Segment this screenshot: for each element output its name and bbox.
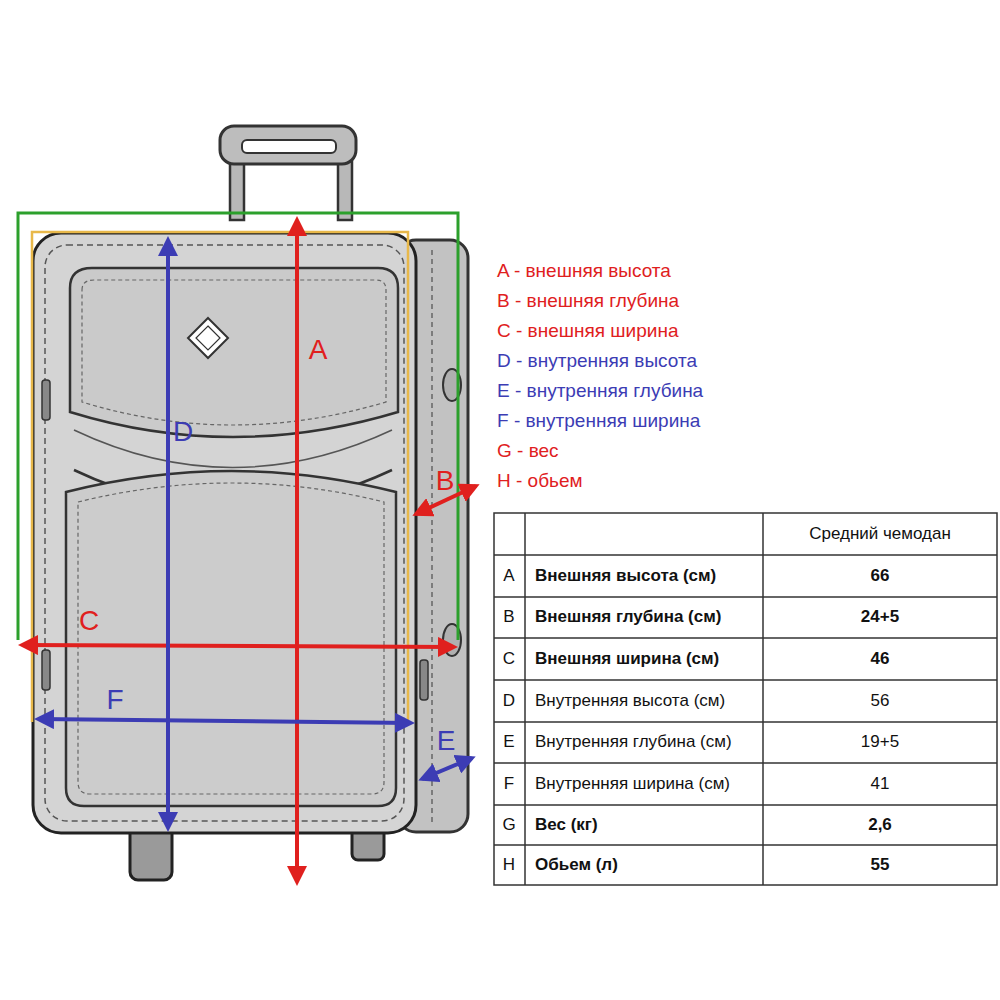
suitcase-drawing: [66, 471, 396, 806]
table-letter: C: [503, 649, 515, 669]
dimension-letter: B: [436, 465, 455, 497]
table-value: 2,6: [868, 815, 892, 835]
table-letter: F: [504, 774, 514, 794]
table-letter: A: [503, 566, 514, 586]
dimension-letter: A: [309, 334, 328, 366]
suitcase-drawing: [230, 160, 244, 220]
table-value: 55: [871, 855, 890, 875]
table-grid: [762, 513, 764, 885]
table-cell: Вес (кг): [535, 815, 598, 835]
suitcase-drawing: [33, 126, 468, 880]
table-grid: [494, 554, 997, 556]
table-cell: Внешняя глубина (см): [535, 607, 721, 627]
table-cell: Обьем (л): [535, 855, 618, 875]
suitcase-drawing: [74, 430, 392, 468]
legend-line: B - внешняя глубина: [497, 290, 679, 312]
legend-line: A - внешняя высота: [497, 260, 671, 282]
legend-line: C - внешняя ширина: [497, 320, 678, 342]
suitcase-drawing: [78, 483, 384, 794]
suitcase-drawing: [82, 280, 386, 425]
suitcase-drawing: [242, 140, 336, 153]
dimension-letter: F: [106, 684, 123, 716]
table-value: 19+5: [861, 732, 899, 752]
table-grid: [494, 844, 997, 846]
table-letter: D: [503, 691, 515, 711]
dimension-letter: E: [437, 725, 456, 757]
table-grid: [494, 804, 997, 806]
suitcase-drawing: [188, 318, 228, 358]
dimension-letter: D: [173, 416, 193, 448]
legend-line: E - внутренняя глубина: [497, 380, 703, 402]
table-letter: H: [503, 855, 515, 875]
dimension-arrow: [38, 719, 411, 723]
table-grid: [494, 762, 997, 764]
legend-line: G - вес: [497, 440, 559, 462]
table-cell: Внутренняя ширина (см): [535, 774, 730, 794]
legend-line: D - внутренняя высота: [497, 350, 697, 372]
table-cell: Внутренняя высота (см): [535, 691, 725, 711]
table-grid: [494, 637, 997, 639]
table-grid: [494, 679, 997, 681]
dimension-letter: C: [79, 605, 99, 637]
table-value: 46: [871, 649, 890, 669]
table-letter: E: [503, 732, 514, 752]
suitcase-drawing: [70, 268, 398, 437]
suitcase-drawing: [220, 126, 356, 164]
table-header: Средний чемодан: [809, 524, 951, 544]
legend-line: F - внутренняя ширина: [497, 410, 700, 432]
dimension-arrow: [166, 240, 170, 828]
suitcase-drawing: [45, 245, 404, 821]
suitcase-drawing: [196, 326, 220, 350]
outer-frame: [18, 213, 458, 640]
table-letter: G: [502, 815, 515, 835]
legend-line: H - обьем: [497, 470, 583, 492]
dimension-arrow: [422, 758, 472, 779]
suitcase-drawing: [431, 250, 433, 822]
table-value: 56: [871, 691, 890, 711]
table-grid: [494, 721, 997, 723]
suitcase-drawing: [33, 233, 416, 833]
table-value: 24+5: [861, 607, 899, 627]
dimension-arrow: [22, 645, 454, 647]
suitcase-drawing: [420, 660, 428, 700]
table-cell: Внешняя высота (см): [535, 566, 716, 586]
table-value: 66: [871, 566, 890, 586]
suitcase-drawing: [338, 160, 352, 220]
table-cell: Внутренняя глубина (см): [535, 732, 732, 752]
table-grid: [494, 513, 997, 885]
dimension-arrow: [295, 220, 299, 882]
table-grid: [494, 513, 997, 885]
table-value: 41: [871, 774, 890, 794]
suitcase-drawing: [42, 380, 50, 420]
suitcase-drawing: [42, 650, 50, 690]
table-grid: [524, 513, 526, 885]
table-letter: B: [503, 607, 514, 627]
table-cell: Внешняя ширина (см): [535, 649, 719, 669]
table-grid: [494, 596, 997, 598]
